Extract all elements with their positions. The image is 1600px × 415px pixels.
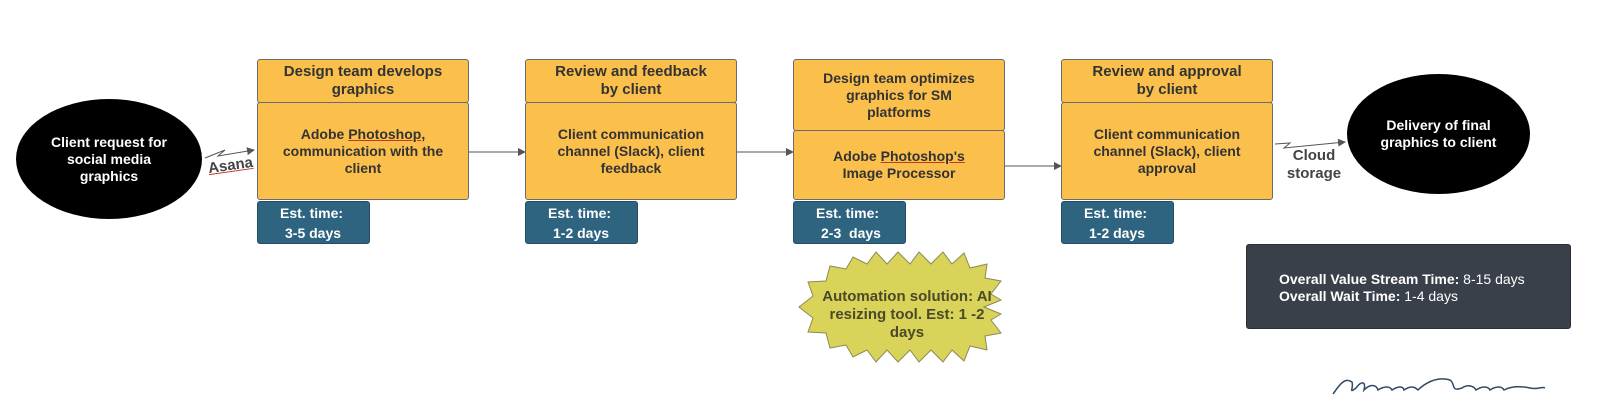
wait-time-line: Overall Wait Time: 1-4 days: [1279, 288, 1570, 305]
step3-time-value: 2-3 days: [821, 225, 881, 241]
step1-tool: Adobe Photoshop, communication with the …: [273, 126, 453, 177]
wait-time-label: Overall Wait Time:: [1279, 288, 1401, 304]
value-stream-line: Overall Value Stream Time: 8-15 days: [1279, 271, 1570, 288]
step4-title: Review and approval by client: [1092, 63, 1242, 98]
summary-box: Overall Value Stream Time: 8-15 days Ove…: [1246, 244, 1571, 329]
step4-time-value: 1-2 days: [1089, 225, 1146, 241]
step2-tool-box: Client communication channel (Slack), cl…: [525, 102, 737, 200]
delivery-text: Delivery of final graphics to client: [1380, 117, 1497, 150]
step1-time-label: Est. time:: [280, 205, 344, 221]
client-request-text: Client request for social media graphics: [51, 133, 167, 184]
step2-title-box: Review and feedback by client: [525, 59, 737, 103]
delivery-node: Delivery of final graphics to client: [1347, 74, 1530, 194]
step3-tool-prefix: Adobe: [833, 148, 881, 164]
step4-tool-prefix: Client communication channel (Slack), cl…: [1093, 125, 1241, 176]
value-stream-value: 8-15 days: [1459, 271, 1525, 287]
cloud-storage-label: Cloud storage: [1286, 147, 1342, 182]
step2-tool-prefix: Client communication channel (Slack), cl…: [557, 125, 705, 176]
step1-title: Design team develops graphics: [283, 63, 443, 98]
step3-title-box: Design team optimizes graphics for SM pl…: [793, 59, 1005, 131]
step1-tool-link: Photoshop: [348, 125, 422, 142]
step2-tool: Client communication channel (Slack), cl…: [546, 126, 716, 177]
step2-time-value: 1-2 days: [553, 225, 610, 241]
step3-tool-link: Photoshop's: [880, 148, 965, 164]
step1-tool-box: Adobe Photoshop, communication with the …: [257, 102, 469, 200]
step4-time-box: Est. time: 1-2 days: [1061, 201, 1174, 244]
value-stream-label: Overall Value Stream Time:: [1279, 271, 1460, 287]
arrow-step4-to-end: [1274, 138, 1346, 149]
step2-time-box: Est. time: 1-2 days: [525, 201, 638, 244]
automation-text: Automation solution: AI resizing tool. E…: [822, 288, 992, 341]
step1-tool-prefix: Adobe: [300, 125, 349, 142]
step4-title-box: Review and approval by client: [1061, 59, 1273, 103]
step2-title: Review and feedback by client: [555, 63, 707, 98]
step3-tool-suffix: Image Processor: [842, 165, 956, 181]
step1-time-box: Est. time: 3-5 days: [257, 201, 370, 244]
step1-time-value: 3-5 days: [285, 225, 342, 241]
automation-burst: [798, 251, 1003, 363]
signature-mark: [1332, 378, 1546, 395]
step2-time-label: Est. time:: [548, 205, 612, 221]
step4-tool-box: Client communication channel (Slack), cl…: [1061, 102, 1273, 200]
step4-tool: Client communication channel (Slack), cl…: [1082, 126, 1252, 177]
step3-time-box: Est. time: 2-3 days: [793, 201, 906, 244]
step1-title-box: Design team develops graphics: [257, 59, 469, 103]
step1-tool-suffix: , communication with the client: [282, 125, 444, 176]
step3-tool: Adobe Photoshop's Image Processor: [824, 148, 974, 182]
step4-time-label: Est. time:: [1084, 205, 1148, 221]
arrow-start-to-step1: [204, 147, 255, 159]
step3-tool-box: Adobe Photoshop's Image Processor: [793, 130, 1005, 200]
client-request-node: Client request for social media graphics: [16, 99, 202, 219]
wait-time-value: 1-4 days: [1400, 288, 1458, 304]
step3-time-label: Est. time:: [816, 205, 880, 221]
step3-title: Design team optimizes graphics for SM pl…: [823, 69, 975, 120]
